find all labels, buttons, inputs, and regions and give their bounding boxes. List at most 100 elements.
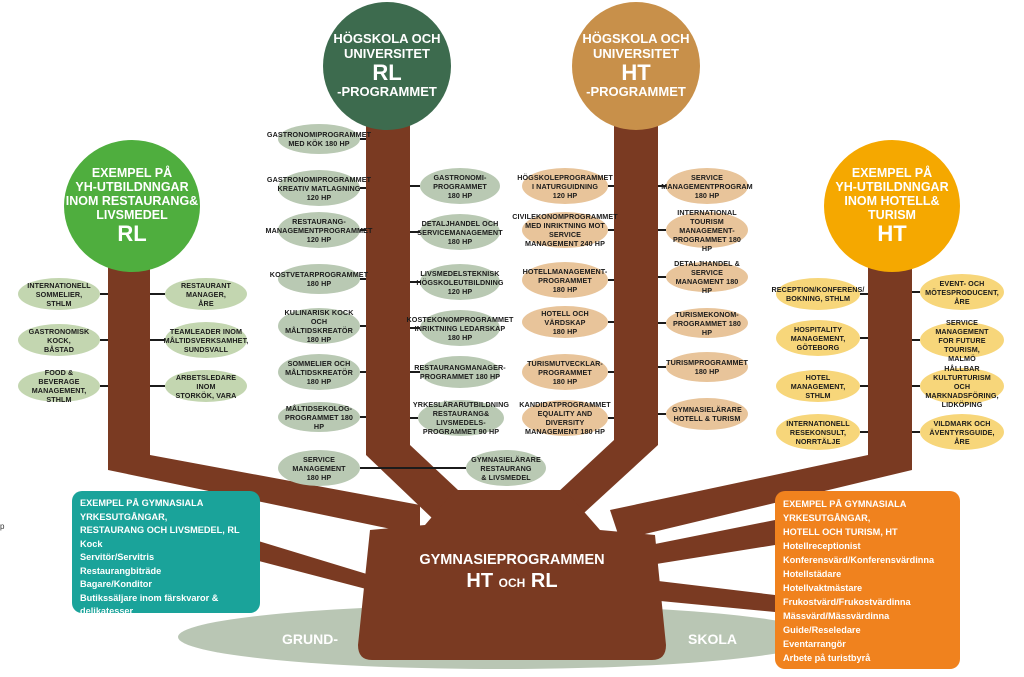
box-rl-header1: EXEMPEL PÅ GYMNASIALA YRKESUTGÅNGAR, bbox=[80, 498, 204, 522]
box-ht-item: Konferensvärd/Konferensvärdinna bbox=[783, 555, 935, 565]
univ-rl-item: GASTRONOMIPROGRAMMET KREATIV MATLAGNING … bbox=[267, 170, 371, 206]
yh-ht-item: RECEPTION/KONFERENS/ BOKNING, STHLM bbox=[771, 278, 864, 310]
yh-ht-item: VILDMARK OCH ÄVENTYRSGUIDE, ÅRE bbox=[920, 414, 1004, 450]
branch-univ-ht bbox=[528, 120, 658, 535]
box-ht-item: Eventarrangör bbox=[783, 639, 846, 649]
univ-ht-item: INTERNATIONAL TOURISM MANAGEMENT- PROGRA… bbox=[666, 208, 748, 253]
yh-rl-circle: EXEMPEL PÅ YH-UTBILDNNGAR INOM RESTAURAN… bbox=[64, 140, 200, 272]
yh-ht-line1: EXEMPEL PÅ bbox=[851, 165, 933, 180]
box-ht-header1: EXEMPEL PÅ GYMNASIALA YRKESUTGÅNGAR, bbox=[783, 499, 907, 523]
branch-univ-rl bbox=[366, 120, 490, 540]
univ-rl-item: RESTAURANGMANAGER- PROGRAMMET 180 HP bbox=[414, 356, 506, 388]
connector-lines bbox=[100, 138, 920, 469]
box-ht-item: Mässvärd/Mässvärdinna bbox=[783, 611, 890, 621]
trunk-label: GYMNASIEPROGRAMMEN HT OCH RL bbox=[380, 552, 644, 593]
box-ht-header2: HOTELL OCH TURISM, HT bbox=[783, 527, 898, 537]
univ-rl-item: LIVSMEDELSTEKNISK HÖGSKOLEUTBILDNING 120… bbox=[416, 264, 504, 300]
univ-ht-line1: HÖGSKOLA OCH bbox=[582, 31, 690, 47]
univ-rl-line3: -PROGRAMMET bbox=[337, 84, 437, 100]
box-rl-item: Restaurangbiträde bbox=[80, 565, 162, 576]
yh-ht-circle: EXEMPEL PÅ YH-UTBILDNNGAR INOM HOTELL& T… bbox=[824, 140, 960, 272]
yh-ht-item: EVENT- OCH MÖTESPRODUCENT, ÅRE bbox=[920, 274, 1004, 310]
yh-rl-line1: EXEMPEL PÅ bbox=[91, 165, 173, 180]
box-ht-item: Frukostvärd/Frukostvärdinna bbox=[783, 597, 911, 607]
box-rl-item: Butikssäljare inom färskvaror & delikate… bbox=[80, 592, 219, 617]
yh-rl-item: GASTRONOMISK KOCK, BÅSTAD bbox=[18, 324, 100, 356]
yh-rl-item: TEAMLEADER INOM MÅLTIDSVERKSAMHET, SUNDS… bbox=[164, 322, 248, 358]
yh-rl-item: FOOD & BEVERAGE MANAGEMENT, STHLM bbox=[18, 368, 100, 404]
box-ht-item: Hotellvaktmästare bbox=[783, 583, 863, 593]
branch-yh-ht bbox=[610, 255, 912, 540]
yh-rl-line4: LIVSMEDEL bbox=[96, 207, 168, 222]
root-branch-right-2 bbox=[650, 580, 775, 612]
univ-ht-item: HOTELL OCH VÄRDSKAP 180 HP bbox=[522, 306, 608, 338]
box-rl-item: Kock bbox=[80, 538, 103, 549]
univ-ht-item: TURISMEKONOM- PROGRAMMET 180 HP bbox=[666, 308, 748, 338]
univ-rl-item: SERVICE MANAGEMENT 180 HP bbox=[278, 450, 360, 486]
box-ht-item: Arbete på turistbyrå bbox=[783, 653, 871, 663]
univ-rl-item: RESTAURANG- MANAGEMENTPROGRAMMET 120 HP bbox=[266, 212, 372, 248]
univ-rl-item: KOSTVETARPROGRAMMET 180 HP bbox=[270, 264, 368, 294]
yh-ht-item: HOTEL MANAGEMENT, STHLM bbox=[776, 370, 860, 402]
univ-rl-item: SOMMELIER OCH MÅLTIDSKREATÖR 180 HP bbox=[278, 354, 360, 390]
univ-ht-item: DETALJHANDEL & SERVICE MANAGMENT 180 HP bbox=[666, 259, 748, 295]
yh-rl-big: RL bbox=[117, 220, 147, 246]
ground-label-left: GRUND- bbox=[282, 631, 338, 647]
univ-ht-line3: -PROGRAMMET bbox=[586, 84, 686, 100]
univ-ht-circle: HÖGSKOLA OCH UNIVERSITET HT -PROGRAMMET bbox=[572, 2, 700, 130]
yh-rl-item: RESTAURANT MANAGER, ÅRE bbox=[165, 278, 247, 310]
yh-ht-item: SERVICE MANAGEMENT FOR FUTURE TOURISM, M… bbox=[920, 318, 1004, 363]
yh-rl-line2: YH-UTBILDNNGAR bbox=[75, 179, 189, 194]
box-rl-item: Servitör/Servitris bbox=[80, 552, 155, 562]
univ-ht-item: GYMNASIELÄRARE HOTELL & TURISM bbox=[666, 398, 748, 430]
stray-mark: p bbox=[0, 522, 5, 531]
trunk-big-right: RL bbox=[530, 570, 558, 592]
trunk-big-left: HT bbox=[466, 570, 494, 592]
univ-rl-line1: HÖGSKOLA OCH bbox=[333, 31, 441, 47]
trunk-subtitle: HT OCH RL bbox=[380, 570, 644, 593]
univ-ht-line2: UNIVERSITET bbox=[593, 45, 679, 61]
box-ht-item: Hotellstädare bbox=[783, 569, 842, 579]
univ-rl-item: GYMNASIELÄRARE RESTAURANG & LIVSMEDEL bbox=[466, 450, 546, 486]
univ-rl-item: GASTRONOMIPROGRAMMET MED KÖK 180 HP bbox=[267, 124, 371, 154]
yh-ht-big: HT bbox=[877, 220, 907, 246]
yh-ht-item: INTERNATIONELL RESEKONSULT, NORRTÄLJE bbox=[776, 414, 860, 450]
box-rl: EXEMPEL PÅ GYMNASIALA YRKESUTGÅNGAR, RES… bbox=[72, 491, 260, 616]
univ-ht-item: KANDIDATPROGRAMMET EQUALITY AND DIVERSIT… bbox=[519, 400, 611, 436]
trunk-title: GYMNASIEPROGRAMMEN bbox=[419, 552, 605, 568]
univ-ht-item: HÖGSKOLEPROGRAMMET I NATURGUIDNING 120 H… bbox=[517, 168, 613, 204]
trunk bbox=[358, 490, 666, 660]
branch-yh-rl bbox=[108, 255, 420, 535]
box-rl-item: Bagare/Konditor bbox=[80, 579, 152, 589]
univ-rl-item: GASTRONOMI- PROGRAMMET 180 HP bbox=[420, 168, 500, 204]
univ-rl-circle: HÖGSKOLA OCH UNIVERSITET RL -PROGRAMMET bbox=[323, 2, 451, 130]
yh-ht-line2: YH-UTBILDNNGAR bbox=[835, 179, 949, 194]
univ-ht-item: SERVICE MANAGEMENTPROGRAM 180 HP bbox=[661, 168, 753, 204]
yh-ht-item: HÅLLBAR KULTURTURISM OCH MARKNADSFÖRING,… bbox=[920, 364, 1004, 409]
yh-ht-line4: TURISM bbox=[868, 207, 916, 222]
box-ht: EXEMPEL PÅ GYMNASIALA YRKESUTGÅNGAR, HOT… bbox=[775, 491, 960, 669]
yh-rl-item: ARBETSLEDARE INOM STORKÖK, VARA bbox=[165, 370, 247, 402]
trunk-small: OCH bbox=[498, 576, 526, 590]
univ-rl-item: YRKESLÄRARUTBILDNING RESTAURANG& LIVSMED… bbox=[412, 400, 510, 436]
yh-ht-line3: INOM HOTELL& bbox=[844, 193, 940, 208]
univ-rl-line2: UNIVERSITET bbox=[344, 45, 430, 61]
root-branch-left bbox=[255, 540, 370, 590]
univ-rl-item: MÅLTIDSEKOLOG- PROGRAMMET 180 HP bbox=[278, 402, 360, 432]
box-ht-item: Guide/Reseledare bbox=[783, 625, 861, 635]
univ-ht-item: CIVILEKONOMPROGRAMMET MED INRIKTNING MOT… bbox=[512, 212, 618, 248]
univ-rl-item: DETALJHANDEL OCH SERVICEMANAGEMENT 180 H… bbox=[417, 214, 503, 250]
univ-ht-item: HOTELLMANAGEMENT- PROGRAMMET 180 HP bbox=[522, 262, 608, 298]
yh-rl-item: INTERNATIONELL SOMMELIER, STHLM bbox=[18, 278, 100, 310]
ground-label-right: SKOLA bbox=[688, 631, 737, 647]
univ-rl-big: RL bbox=[372, 60, 402, 86]
box-ht-item: Hotellreceptionist bbox=[783, 541, 861, 551]
univ-ht-item: TURISMUTVECKLAR- PROGRAMMET 180 HP bbox=[522, 354, 608, 390]
univ-rl-item: KOSTEKONOMPROGRAMMET INRIKTNING LEDARSKA… bbox=[407, 310, 513, 346]
yh-ht-item: HOSPITALITY MANAGEMENT, GÖTEBORG bbox=[776, 320, 860, 356]
box-rl-header2: RESTAURANG OCH LIVSMEDEL, RL bbox=[80, 525, 240, 535]
yh-rl-line3: INOM RESTAURANG& bbox=[65, 193, 199, 208]
univ-ht-item: TURISMPROGRAMMET 180 HP bbox=[666, 352, 748, 382]
univ-ht-big: HT bbox=[621, 60, 651, 86]
